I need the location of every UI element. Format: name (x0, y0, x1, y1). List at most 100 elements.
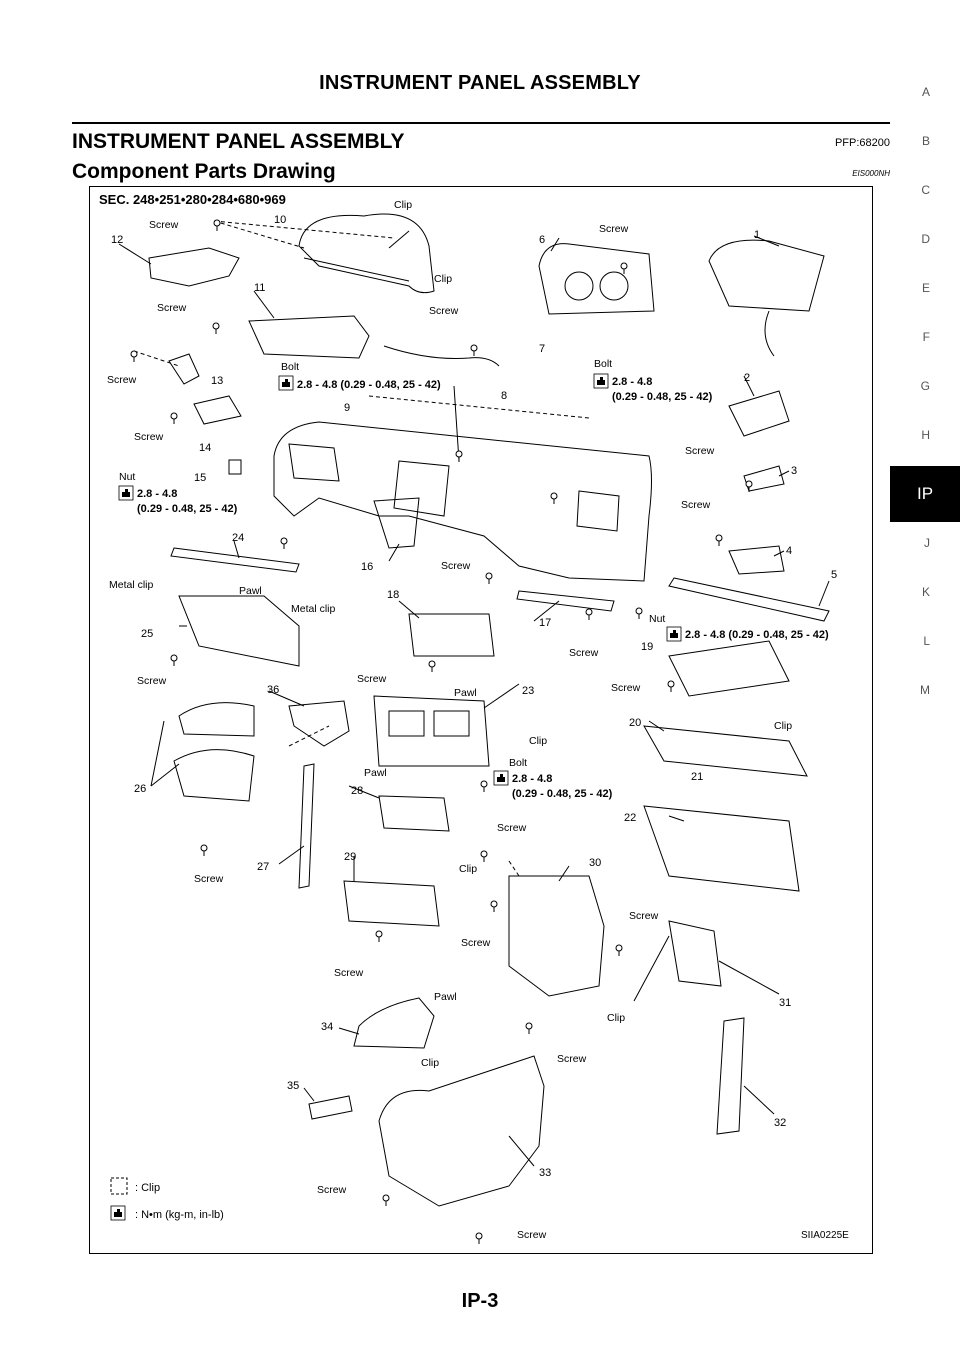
label-clip: Clip (434, 273, 452, 285)
tab-h[interactable]: H (921, 428, 930, 442)
torque-spec-bolt-lower-2: (0.29 - 0.48, 25 - 42) (512, 788, 613, 800)
part-number-36: 36 (267, 684, 279, 696)
part-26-upper (178, 702, 255, 737)
label-screw: Screw (611, 682, 641, 694)
part-number-16: 16 (361, 561, 373, 573)
part-32-shape (716, 1017, 745, 1135)
part-23-shape (373, 695, 490, 767)
part-number-33: 33 (539, 1167, 551, 1179)
tab-l[interactable]: L (923, 634, 930, 648)
part-number-27: 27 (257, 861, 269, 873)
tab-e[interactable]: E (921, 281, 930, 295)
torque-spec-bolt-lower-1: 2.8 - 4.8 (512, 773, 552, 785)
label-clip: Clip (774, 720, 792, 732)
diagram-frame (89, 186, 873, 1254)
part-number-18: 18 (387, 589, 399, 601)
page-number: IP-3 (461, 1290, 499, 1312)
part-number-6: 6 (539, 234, 545, 246)
part-number-10: 10 (274, 214, 286, 226)
section-title: INSTRUMENT PANEL ASSEMBLY (72, 130, 405, 153)
part-number-20: 20 (629, 717, 641, 729)
label-metal-clip: Metal clip (291, 603, 336, 615)
doc-code: EIS000NH (852, 169, 890, 178)
part-1-shape (708, 239, 825, 312)
legend-torque-text: : N•m (kg-m, in-lb) (135, 1209, 224, 1221)
label-pawl: Pawl (454, 687, 477, 699)
tab-k[interactable]: K (921, 585, 930, 599)
figure-reference: SIIA0225E (801, 1230, 849, 1241)
part-14-shape (193, 395, 242, 425)
part-number-8: 8 (501, 390, 507, 402)
part-27-shape (298, 763, 315, 889)
part-18-shape (408, 613, 495, 657)
tab-g[interactable]: G (920, 379, 930, 393)
part-number-21: 21 (691, 771, 703, 783)
label-pawl: Pawl (434, 991, 457, 1003)
part-10-shape (298, 213, 435, 294)
label-bolt: Bolt (594, 358, 612, 370)
legend-clip-text: : Clip (135, 1182, 160, 1194)
label-screw: Screw (149, 219, 179, 231)
label-pawl: Pawl (364, 767, 387, 779)
label-nut: Nut (649, 613, 665, 625)
part-6-shape (538, 243, 655, 315)
part-29-shape (343, 880, 440, 927)
part-number-31: 31 (779, 997, 791, 1009)
label-clip: Clip (394, 199, 412, 211)
label-screw: Screw (497, 822, 527, 834)
tab-c[interactable]: C (921, 183, 930, 197)
label-screw: Screw (194, 873, 224, 885)
torque-spec-bolt-right-2: (0.29 - 0.48, 25 - 42) (612, 391, 713, 403)
pfp-code: PFP:68200 (834, 137, 890, 149)
label-screw: Screw (557, 1053, 587, 1065)
part-number-12: 12 (111, 234, 123, 246)
part-4-shape (728, 545, 785, 575)
part-number-23: 23 (522, 685, 534, 697)
part-8-shape (383, 345, 500, 367)
tab-d[interactable]: D (921, 232, 930, 246)
part-34-shape (353, 997, 435, 1049)
part-19-shape (668, 640, 790, 697)
part-number-1: 1 (754, 229, 760, 241)
torque-spec-nut-right: 2.8 - 4.8 (0.29 - 0.48, 25 - 42) (685, 629, 829, 641)
part-number-30: 30 (589, 857, 601, 869)
part-12-shape (148, 247, 240, 287)
tab-m[interactable]: M (920, 683, 930, 697)
tab-f[interactable]: F (922, 330, 930, 344)
part-5-shape (668, 577, 830, 622)
part-36-shape (288, 700, 350, 747)
label-bolt: Bolt (281, 361, 299, 373)
tab-ip-active[interactable]: IP (890, 466, 960, 522)
part-number-32: 32 (774, 1117, 786, 1129)
label-screw: Screw (107, 374, 137, 386)
part-24-shape (170, 547, 300, 573)
part-30-shape (508, 875, 605, 997)
section-subtitle: Component Parts Drawing (72, 160, 336, 183)
part-31-shape (668, 920, 722, 987)
label-clip: Clip (607, 1012, 625, 1024)
tab-j[interactable]: J (924, 536, 930, 550)
part-25-shape (178, 595, 300, 667)
torque-spec-bolt-right-1: 2.8 - 4.8 (612, 376, 652, 388)
instrument-panel-main (273, 421, 652, 582)
part-number-13: 13 (211, 375, 223, 387)
sec-reference: SEC. 248•251•280•284•680•969 (99, 192, 286, 207)
part-number-34: 34 (321, 1021, 333, 1033)
part-number-9: 9 (344, 402, 350, 414)
label-screw: Screw (517, 1229, 547, 1241)
label-screw: Screw (429, 305, 459, 317)
tab-b[interactable]: B (921, 134, 930, 148)
torque-spec-nut-left-1: 2.8 - 4.8 (137, 488, 177, 500)
part-26-lower (173, 749, 255, 802)
tab-a[interactable]: A (921, 85, 930, 99)
label-bolt: Bolt (509, 757, 527, 769)
part-20-shape (643, 725, 808, 777)
part-number-22: 22 (624, 812, 636, 824)
part-number-3: 3 (791, 465, 797, 477)
part-number-4: 4 (786, 545, 792, 557)
label-screw: Screw (317, 1184, 347, 1196)
label-clip: Clip (529, 735, 547, 747)
part-13-shape (168, 353, 200, 385)
part-16-shape (373, 497, 420, 549)
label-pawl: Pawl (239, 585, 262, 597)
